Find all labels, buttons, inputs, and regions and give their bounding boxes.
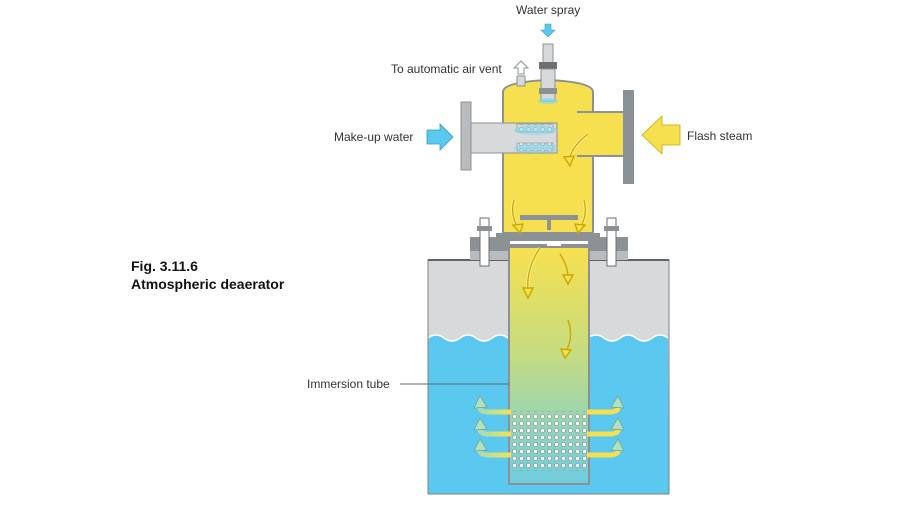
flash-steam-label: Flash steam [687,129,753,143]
outlet-arrows-left [473,395,511,458]
makeup-water-inlet [460,101,558,171]
figure-title: Atmospheric deaerator [131,276,285,292]
immersion-tube [508,246,590,485]
internal-flow-arrows [511,132,589,360]
immersion-tube-label: Immersion tube [307,377,390,391]
flash-steam-arrow-icon [641,115,681,155]
air-vent-label: To automatic air vent [391,62,502,76]
air-vent-arrow-icon [512,60,530,75]
outlet-arrows-right [587,395,625,458]
figure-number: Fig. 3.11.6 [131,258,198,274]
makeup-water-arrow-icon [426,123,454,151]
internal-baffle [505,215,603,247]
water-spray-pipe [516,43,558,104]
water-spray-arrow-icon [540,23,556,38]
makeup-water-label: Make-up water [334,130,414,144]
water-spray-label: Water spray [516,3,581,17]
